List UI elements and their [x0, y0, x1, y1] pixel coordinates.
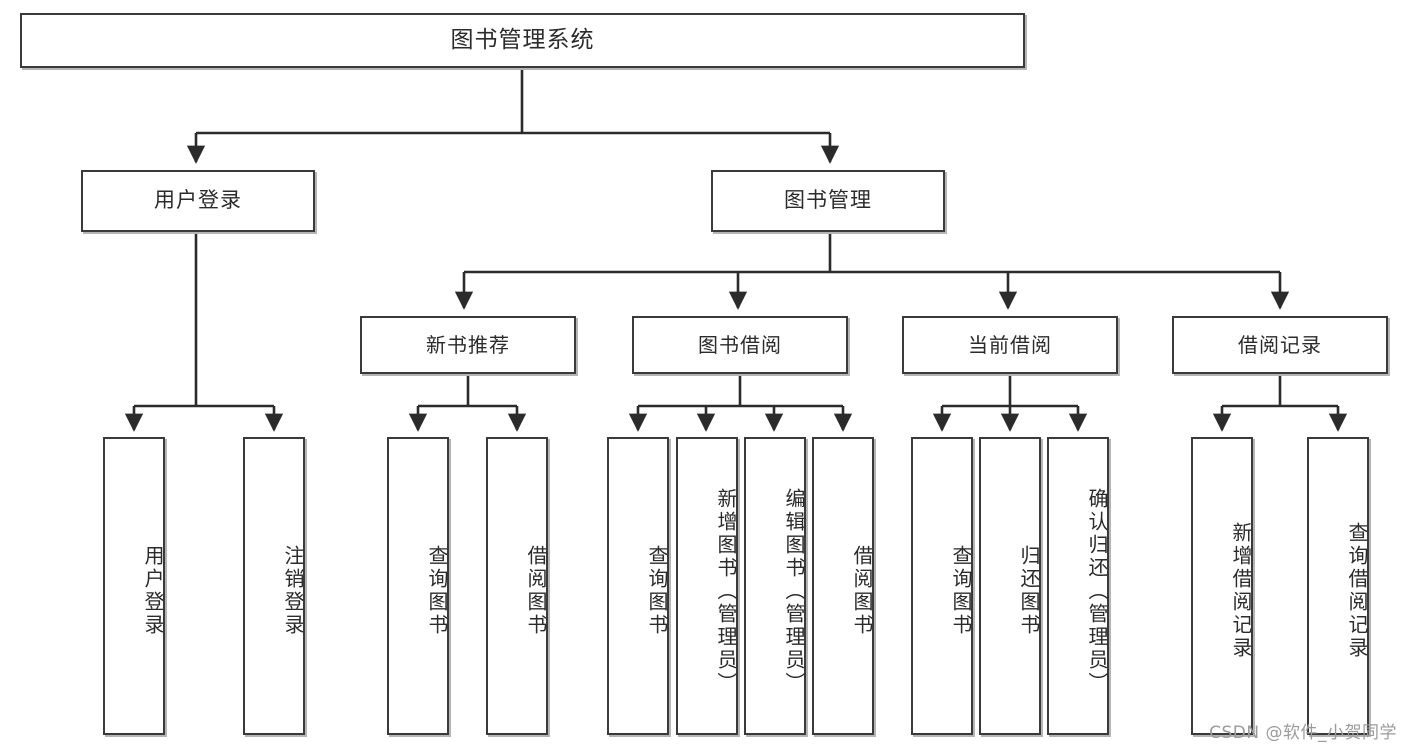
node-leaf-query-book-3-label: 查询图书	[949, 545, 973, 637]
node-leaf-borrow-book-2[interactable]: 借阅图书	[812, 437, 874, 735]
node-leaf-return-book[interactable]: 归还图书	[979, 437, 1041, 735]
watermark-text: CSDN @软件_小贺同学	[1209, 723, 1397, 743]
node-leaf-add-record-label: 新增借阅记录	[1229, 522, 1253, 660]
node-leaf-query-record-label: 查询借阅记录	[1345, 522, 1369, 660]
node-root-book-management-system[interactable]: 图书管理系统	[20, 13, 1025, 68]
node-leaf-edit-book-label: 编辑图书（管理员）	[782, 487, 806, 695]
node-borrow-record[interactable]: 借阅记录	[1172, 316, 1388, 374]
node-current-borrow[interactable]: 当前借阅	[902, 316, 1118, 374]
node-book-borrow[interactable]: 图书借阅	[632, 316, 848, 374]
node-leaf-return-book-label: 归还图书	[1017, 545, 1041, 637]
node-leaf-borrow-book-1[interactable]: 借阅图书	[486, 437, 548, 735]
node-leaf-add-record[interactable]: 新增借阅记录	[1191, 437, 1253, 735]
node-leaf-logout-label: 注销登录	[281, 545, 305, 637]
node-leaf-user-login-label: 用户登录	[141, 545, 165, 637]
node-leaf-confirm-return[interactable]: 确认归还（管理员）	[1047, 437, 1109, 735]
node-leaf-borrow-book-1-label: 借阅图书	[524, 545, 548, 637]
node-user-login[interactable]: 用户登录	[81, 170, 315, 232]
node-user-login-label: 用户登录	[154, 188, 242, 213]
node-leaf-query-book-3[interactable]: 查询图书	[911, 437, 973, 735]
node-borrow-record-label: 借阅记录	[1238, 333, 1322, 357]
node-leaf-confirm-return-label: 确认归还（管理员）	[1085, 487, 1109, 695]
node-leaf-query-book-2-label: 查询图书	[645, 545, 669, 637]
node-new-book-recommend-label: 新书推荐	[426, 333, 510, 357]
node-leaf-query-book-1[interactable]: 查询图书	[387, 437, 449, 735]
node-leaf-user-login[interactable]: 用户登录	[103, 437, 165, 735]
node-current-borrow-label: 当前借阅	[968, 333, 1052, 357]
node-leaf-add-book-label: 新增图书（管理员）	[714, 487, 738, 695]
node-leaf-logout[interactable]: 注销登录	[243, 437, 305, 735]
node-book-borrow-label: 图书借阅	[698, 333, 782, 357]
node-book-manage-label: 图书管理	[784, 188, 872, 213]
node-root-label: 图书管理系统	[450, 26, 595, 53]
node-leaf-borrow-book-2-label: 借阅图书	[850, 545, 874, 637]
node-new-book-recommend[interactable]: 新书推荐	[360, 316, 576, 374]
node-book-manage[interactable]: 图书管理	[711, 170, 945, 232]
node-leaf-query-book-1-label: 查询图书	[425, 545, 449, 637]
node-leaf-edit-book[interactable]: 编辑图书（管理员）	[744, 437, 806, 735]
node-leaf-add-book[interactable]: 新增图书（管理员）	[676, 437, 738, 735]
node-leaf-query-record[interactable]: 查询借阅记录	[1307, 437, 1369, 735]
node-leaf-query-book-2[interactable]: 查询图书	[607, 437, 669, 735]
